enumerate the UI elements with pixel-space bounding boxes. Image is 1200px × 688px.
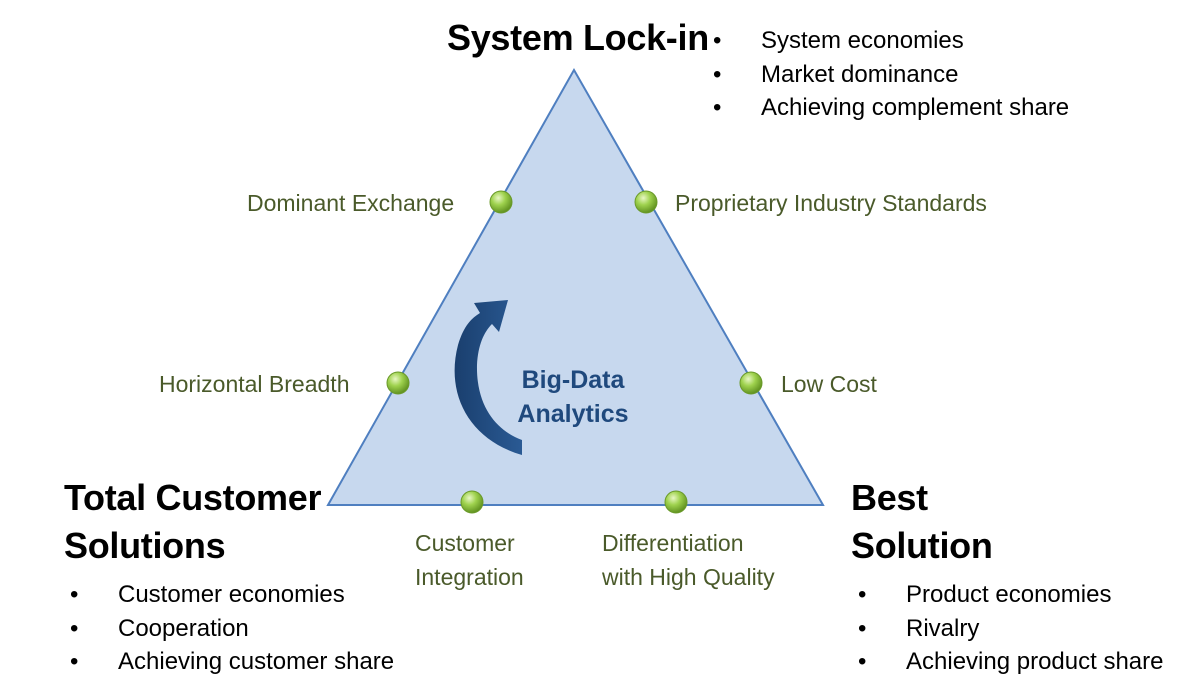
label-customer-integration: Customer Integration (415, 526, 524, 594)
title-line: Solutions (64, 525, 226, 566)
bullet-item: Market dominance (713, 58, 1069, 92)
label-line: Customer (415, 530, 515, 556)
title-line: Total Customer (64, 477, 322, 518)
corner-bullets-top: System economies Market dominance Achiev… (713, 24, 1069, 125)
label-dominant-exchange: Dominant Exchange (247, 190, 455, 216)
bullet-item: Achieving product share (858, 645, 1163, 679)
bullet-item: Product economies (858, 578, 1163, 612)
corner-title-system-lock-in: System Lock-in (447, 17, 709, 58)
bullet-item: System economies (713, 24, 1069, 58)
title-line: Solution (851, 525, 993, 566)
bullet-item: Achieving complement share (713, 91, 1069, 125)
center-label-big-data-analytics: Big-Data Analytics (498, 363, 648, 431)
cycle-arrow-icon (454, 300, 522, 455)
bullet-item: Rivalry (858, 612, 1163, 646)
point-differentiation (664, 490, 688, 514)
point-dominant-exchange (489, 190, 513, 214)
corner-title-total-customer-solutions: Total Customer Solutions (64, 474, 321, 570)
label-horizontal-breadth: Horizontal Breadth (159, 371, 350, 397)
label-line: Integration (415, 564, 524, 590)
label-differentiation: Differentiation with High Quality (602, 526, 775, 594)
center-line: Big-Data (521, 366, 625, 394)
bullet-item: Achieving customer share (70, 645, 394, 679)
point-low-cost (739, 371, 763, 395)
bullet-item: Customer economies (70, 578, 394, 612)
label-line: Differentiation (602, 530, 744, 556)
corner-title-best-solution: Best Solution (851, 474, 993, 570)
point-proprietary-standards (634, 190, 658, 214)
label-low-cost: Low Cost (781, 371, 877, 397)
label-proprietary-standards: Proprietary Industry Standards (675, 190, 987, 216)
point-horizontal-breadth (386, 371, 410, 395)
label-line: with High Quality (602, 564, 775, 590)
title-line: Best (851, 477, 928, 518)
strategy-triangle (326, 67, 825, 506)
center-line: Analytics (517, 400, 629, 428)
point-customer-integration (460, 490, 484, 514)
corner-bullets-right: Product economies Rivalry Achieving prod… (858, 578, 1163, 679)
bullet-item: Cooperation (70, 612, 394, 646)
corner-bullets-left: Customer economies Cooperation Achieving… (70, 578, 394, 679)
